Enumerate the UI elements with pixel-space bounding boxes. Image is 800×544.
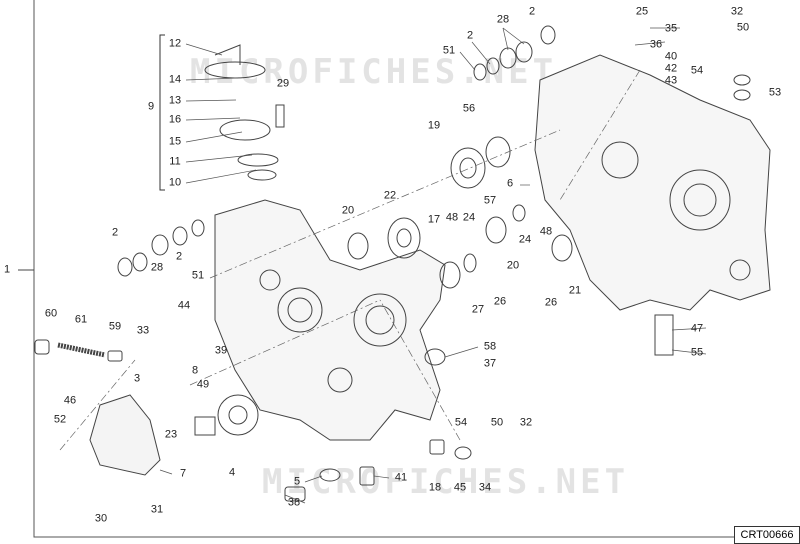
callout-label: 8	[191, 364, 199, 377]
callout-label: 44	[177, 299, 191, 312]
callout-label: 27	[471, 303, 485, 316]
callout-label: 58	[483, 340, 497, 353]
watermark-top: MICROFICHES.NET	[190, 52, 558, 92]
callout-label: 59	[108, 320, 122, 333]
callout-label: 43	[664, 74, 678, 87]
watermark-bottom: MICROFICHES.NET	[262, 462, 630, 502]
callout-label: 54	[454, 416, 468, 429]
callout-label: 28	[150, 261, 164, 274]
callout-label: 2	[466, 29, 474, 42]
callout-label: 5	[293, 475, 301, 488]
callout-label: 35	[664, 22, 678, 35]
callout-label: 12	[168, 37, 182, 50]
callout-label: 50	[490, 416, 504, 429]
callout-label: 24	[518, 233, 532, 246]
callout-label: 22	[383, 189, 397, 202]
callout-label: 34	[478, 481, 492, 494]
callout-label: 19	[427, 119, 441, 132]
callout-label: 29	[276, 77, 290, 90]
callout-label: 31	[150, 503, 164, 516]
callout-label: 20	[506, 259, 520, 272]
callout-label: 13	[168, 94, 182, 107]
callout-label: 24	[462, 211, 476, 224]
callout-label: 42	[664, 62, 678, 75]
callout-label: 45	[453, 481, 467, 494]
callout-label: 21	[568, 284, 582, 297]
callout-label: 7	[179, 467, 187, 480]
callout-label: 51	[442, 44, 456, 57]
callout-label: 26	[493, 295, 507, 308]
callout-label: 15	[168, 135, 182, 148]
callout-label: 47	[690, 322, 704, 335]
callout-label: 41	[394, 471, 408, 484]
callout-label: 14	[168, 73, 182, 86]
oil-pump	[89, 394, 161, 476]
callout-label: 30	[94, 512, 108, 525]
callout-label: 48	[445, 211, 459, 224]
callout-label: 37	[483, 357, 497, 370]
callout-label: 51	[191, 269, 205, 282]
callout-label: 39	[214, 344, 228, 357]
callout-label: 2	[528, 5, 536, 18]
callout-label: 33	[136, 324, 150, 337]
callout-label: 36	[649, 38, 663, 51]
frame-line	[33, 0, 735, 538]
callout-label: 56	[462, 102, 476, 115]
callout-label: 54	[690, 64, 704, 77]
callout-label: 26	[544, 296, 558, 309]
callout-label: 50	[736, 21, 750, 34]
callout-label: 25	[635, 5, 649, 18]
callout-label: 17	[427, 213, 441, 226]
callout-label: 55	[690, 346, 704, 359]
diagram-code: CRT00666	[734, 526, 800, 544]
callout-label: 49	[196, 378, 210, 391]
callout-label: 3	[133, 372, 141, 385]
callout-label: 38	[287, 496, 301, 509]
callout-label: 53	[768, 86, 782, 99]
callout-label: 2	[175, 250, 183, 263]
callout-label: 28	[496, 13, 510, 26]
callout-label: 48	[539, 225, 553, 238]
callout-label: 1	[3, 263, 11, 276]
callout-label: 60	[44, 307, 58, 320]
callout-label: 6	[506, 177, 514, 190]
callout-label: 46	[63, 394, 77, 407]
callout-label: 2	[111, 226, 119, 239]
callout-label: 40	[664, 50, 678, 63]
callout-label: 9	[147, 100, 155, 113]
callout-label: 20	[341, 204, 355, 217]
callout-label: 61	[74, 313, 88, 326]
callout-label: 57	[483, 194, 497, 207]
left-crankcase-half	[214, 199, 446, 441]
callout-label: 4	[228, 466, 236, 479]
callout-label: 16	[168, 113, 182, 126]
callout-label: 18	[428, 481, 442, 494]
callout-label: 52	[53, 413, 67, 426]
callout-label: 11	[169, 155, 181, 168]
callout-label: 32	[730, 5, 744, 18]
callout-label: 23	[164, 428, 178, 441]
callout-label: 32	[519, 416, 533, 429]
right-crankcase-half	[534, 54, 771, 311]
callout-label: 10	[168, 176, 182, 189]
